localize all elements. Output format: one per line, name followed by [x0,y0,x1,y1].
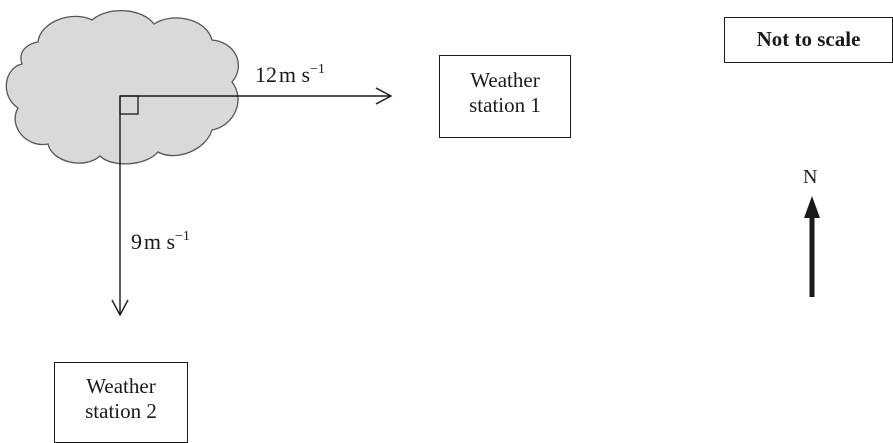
velocity-arrow-south [111,96,129,317]
not-to-scale-note: Not to scale [724,17,893,63]
cloud-icon [5,9,240,165]
speed-label-east: 12 m s−1 [255,62,325,87]
north-label: N [803,166,818,188]
speed-label-south: 9 m s−1 [131,229,190,254]
north-arrow-icon [804,196,820,297]
velocity-arrow-east [120,87,393,105]
weather-station-1-box: Weather station 1 [439,55,571,138]
station-1-line-1: Weather [470,68,540,92]
station-1-line-2: station 1 [469,93,541,117]
station-2-line-1: Weather [86,374,156,398]
station-2-line-2: station 2 [85,399,157,423]
weather-station-2-box: Weather station 2 [54,362,188,443]
